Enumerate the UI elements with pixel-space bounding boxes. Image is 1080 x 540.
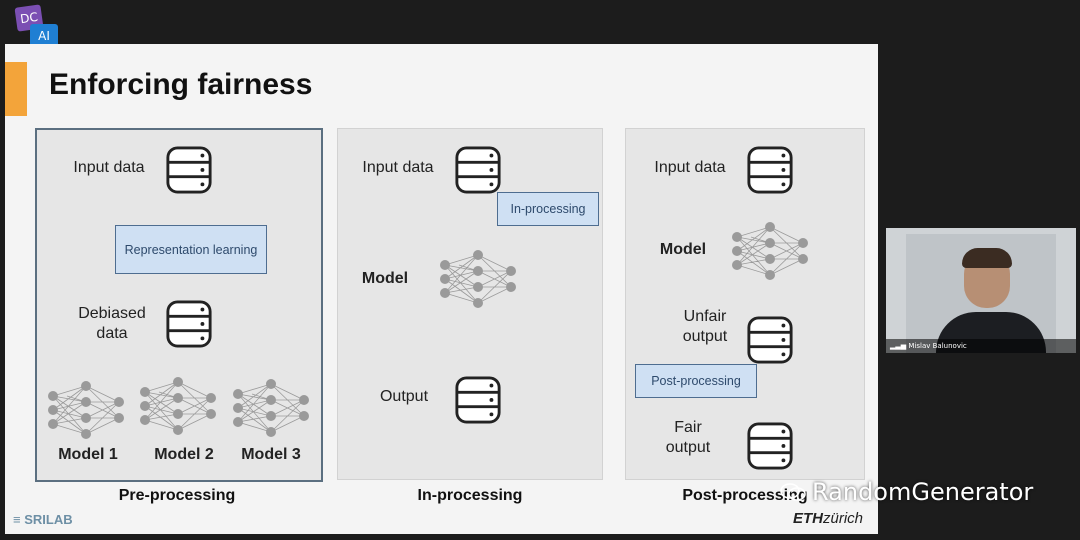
watermark: RandomGenerator xyxy=(780,478,1033,506)
database-icon xyxy=(454,374,502,424)
post-processing-caption: Post-processing xyxy=(682,487,808,504)
neural-network-icon xyxy=(47,380,125,440)
model-3-label: Model 3 xyxy=(241,446,301,463)
post-unfair-label: Unfair output xyxy=(682,308,728,345)
presentation-slide: Enforcing fairness Input data Representa… xyxy=(5,44,878,534)
neural-network-icon xyxy=(731,221,809,281)
person-hair xyxy=(962,248,1012,268)
database-icon xyxy=(746,314,794,364)
in-processing-box: In-processing xyxy=(497,192,599,226)
wechat-icon xyxy=(780,483,806,501)
post-input-label: Input data xyxy=(654,159,726,176)
slide-title: Enforcing fairness xyxy=(49,68,313,101)
eth-text: ETH xyxy=(793,510,823,527)
database-icon xyxy=(165,298,213,348)
model-2-label: Model 2 xyxy=(154,446,214,463)
post-processing-box: Post-processing xyxy=(635,364,757,398)
signal-icon: ▂▃▅ xyxy=(890,342,907,350)
post-fair-label: Fair output xyxy=(665,419,711,456)
representation-learning-box: Representation learning xyxy=(115,225,267,274)
pre-debiased-label: Debiased data xyxy=(78,305,146,342)
neural-network-icon xyxy=(139,376,217,436)
in-output-label: Output xyxy=(379,388,429,405)
title-accent-bar xyxy=(5,62,27,116)
watermark-text: RandomGenerator xyxy=(812,478,1034,506)
in-input-label: Input data xyxy=(362,159,434,176)
in-model-label: Model xyxy=(361,270,409,287)
database-icon xyxy=(746,144,794,194)
model-1-label: Model 1 xyxy=(58,446,118,463)
participant-video-tile[interactable]: ▂▃▅ Mislav Balunovic xyxy=(886,228,1076,353)
database-icon xyxy=(165,144,213,194)
panel-post-processing xyxy=(625,128,865,480)
neural-network-icon xyxy=(232,378,310,438)
zurich-text: zürich xyxy=(823,510,864,527)
database-icon xyxy=(454,144,502,194)
srilab-text: SRILAB xyxy=(24,512,73,527)
neural-network-icon xyxy=(439,249,517,309)
pre-processing-caption: Pre-processing xyxy=(118,487,236,504)
post-model-label: Model xyxy=(659,241,707,258)
participant-name: ▂▃▅ Mislav Balunovic xyxy=(886,339,1076,353)
srilab-logo: ≡ SRILAB xyxy=(13,512,73,527)
participant-name-text: Mislav Balunovic xyxy=(908,342,967,350)
pre-input-label: Input data xyxy=(73,159,145,176)
eth-zurich-logo: ETHzürich xyxy=(793,510,863,527)
in-processing-caption: In-processing xyxy=(417,487,523,504)
database-icon xyxy=(746,420,794,470)
